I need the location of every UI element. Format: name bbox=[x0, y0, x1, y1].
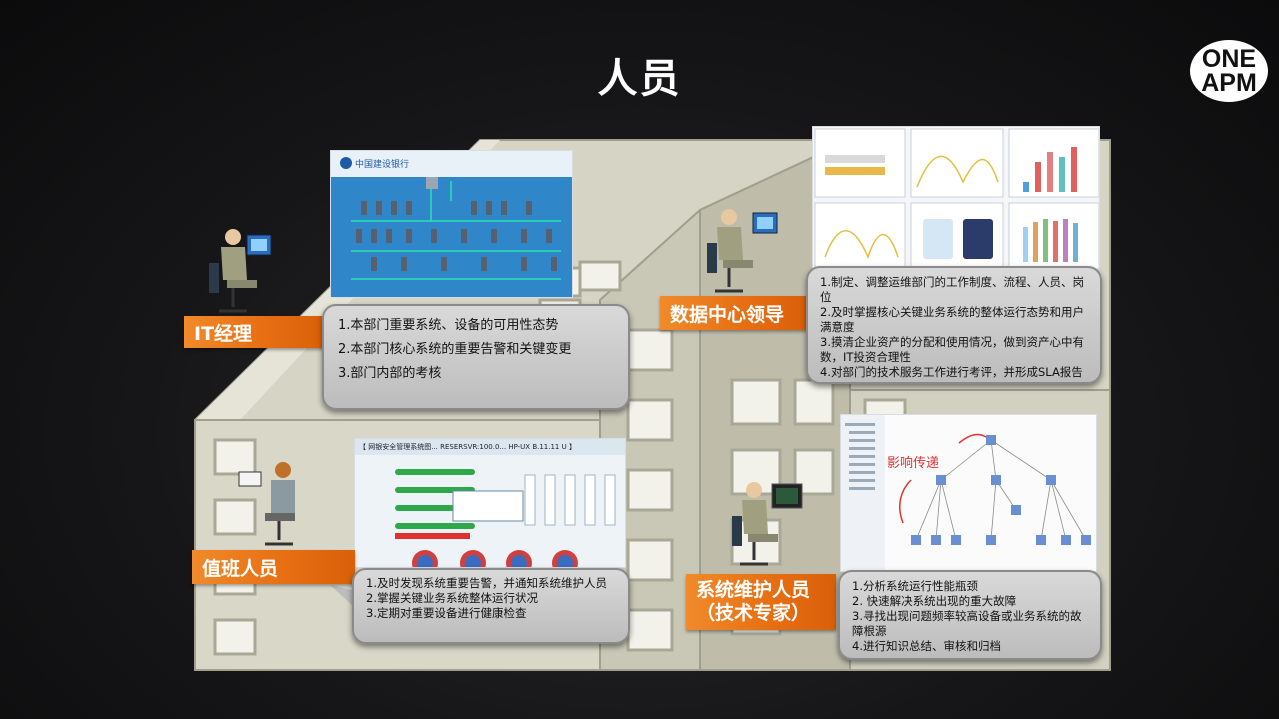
maintainer-duty-3: 3.寻找出现问题频率较高设备或业务系统的故障根源 bbox=[852, 608, 1082, 638]
dc-leader-duty-2: 2.及时掌握核心关键业务系统的整体运行态势和用户满意度 bbox=[820, 304, 1084, 334]
duty-staff-duty-3: 3.定期对重要设备进行健康检查 bbox=[366, 605, 527, 620]
maintainer-duty-2: 2. 快速解决系统出现的重大故障 bbox=[852, 593, 1017, 608]
dc-leader-label: 数据中心领导 bbox=[660, 296, 808, 330]
maintainer-figure bbox=[732, 482, 803, 566]
impact-topology-screen: 影响传递 bbox=[840, 414, 1097, 572]
it-manager-duty-1: 1.本部门重要系统、设备的可用性态势 bbox=[338, 318, 559, 333]
page-title: 人员 bbox=[597, 56, 682, 102]
dashboard-screen bbox=[812, 126, 1100, 270]
duty-staff-duties: 1.及时发现系统重要告警，并通知系统维护人员 2.掌握关键业务系统整体运行状况 … bbox=[352, 568, 630, 644]
dc-leader-duty-3: 3.摸清企业资产的分配和使用情况，做到资产心中有数，IT投资合理性 bbox=[820, 334, 1084, 364]
it-manager-duty-2: 2.本部门核心系统的重要告警和关键变更 bbox=[338, 341, 572, 357]
logo-line2: APM bbox=[1201, 69, 1257, 97]
bank-name: 中国建设银行 bbox=[355, 158, 409, 170]
impact-diagram: 影响传递 bbox=[841, 415, 1091, 571]
dc-leader-duty-1: 1.制定、调整运维部门的工作制度、流程、人员、岗位 bbox=[820, 275, 1084, 304]
impact-label: 影响传递 bbox=[887, 455, 939, 471]
maintainer-duties: 1.分析系统运行性能瓶颈 2. 快速解决系统出现的重大故障 3.寻找出现问题频率… bbox=[838, 570, 1102, 660]
duty-staff-label-text: 值班人员 bbox=[202, 557, 279, 580]
duty-staff-duty-2: 2.掌握关键业务系统整体运行状况 bbox=[366, 590, 538, 605]
maintainer-label-line1: 系统维护人员 bbox=[696, 579, 811, 602]
maintainer-label-line2: （技术专家） bbox=[696, 602, 811, 624]
duty-staff-figure bbox=[238, 462, 295, 546]
oneapm-logo: ONE APM bbox=[1190, 40, 1268, 102]
topology-screen: 中国建设银行 bbox=[330, 150, 573, 298]
maintainer-duty-4: 4.进行知识总结、审核和归档 bbox=[852, 638, 1001, 653]
it-manager-label: IT经理 bbox=[184, 316, 326, 348]
duty-monitor-screen: 【 网银安全管理系统图... RESERSVR:100.0... HP-UX B… bbox=[354, 438, 626, 568]
it-manager-label-text: IT经理 bbox=[194, 322, 253, 345]
duty-staff-label: 值班人员 bbox=[192, 550, 355, 584]
dc-leader-duty-4: 4.对部门的技术服务工作进行考评，并形成SLA报告 bbox=[820, 364, 1083, 379]
dc-leader-duties: 1.制定、调整运维部门的工作制度、流程、人员、岗位 2.及时掌握核心关键业务系统… bbox=[806, 266, 1102, 384]
maintainer-duty-1: 1.分析系统运行性能瓶颈 bbox=[852, 579, 978, 593]
dashboard-charts bbox=[814, 128, 1099, 269]
logo-line1: ONE bbox=[1201, 45, 1257, 73]
it-manager-duties: 1.本部门重要系统、设备的可用性态势 2.本部门核心系统的重要告警和关键变更 3… bbox=[322, 304, 630, 410]
it-manager-figure bbox=[209, 229, 272, 313]
duty-staff-duty-1: 1.及时发现系统重要告警，并通知系统维护人员 bbox=[366, 576, 607, 590]
duty-header: 【 网银安全管理系统图... RESERSVR:100.0... HP-UX B… bbox=[355, 439, 625, 455]
dc-leader-label-text: 数据中心领导 bbox=[670, 303, 785, 326]
topology-diagram: 中国建设银行 bbox=[331, 151, 572, 280]
it-manager-duty-3: 3.部门内部的考核 bbox=[338, 365, 442, 381]
duty-charts bbox=[395, 469, 616, 567]
maintainer-label: 系统维护人员 （技术专家） bbox=[686, 574, 836, 630]
dc-leader-figure bbox=[707, 209, 778, 293]
